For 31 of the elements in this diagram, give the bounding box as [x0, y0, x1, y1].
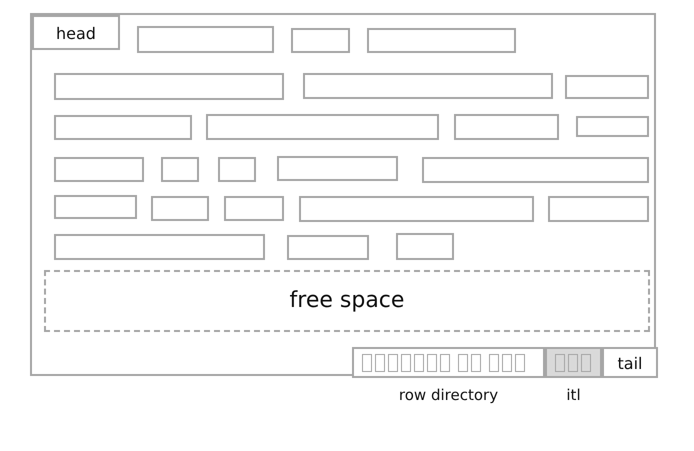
field-label: head — [55, 24, 97, 42]
record-box — [54, 157, 144, 182]
header-box — [32, 15, 120, 50]
area-label: free space — [288, 288, 406, 313]
record-box — [299, 196, 534, 222]
record-box — [137, 26, 274, 53]
record-box — [576, 116, 649, 137]
record-box — [454, 114, 559, 140]
record-box — [287, 235, 369, 260]
record-box — [54, 115, 192, 140]
record-box — [291, 28, 350, 53]
record-box — [548, 196, 649, 222]
record-box — [54, 73, 284, 100]
record-box — [277, 156, 398, 181]
record-box — [151, 196, 209, 221]
caption-label: row directory — [398, 386, 500, 404]
record-box — [303, 73, 553, 99]
record-box — [206, 114, 439, 140]
record-box — [54, 195, 137, 219]
record-box — [367, 28, 516, 53]
record-box — [161, 157, 199, 182]
caption-label: itl — [565, 386, 582, 404]
tail-box — [602, 347, 658, 378]
record-box — [565, 75, 649, 99]
record-box — [224, 196, 284, 221]
record-box — [396, 233, 454, 260]
record-box — [218, 157, 256, 182]
free-space-area — [44, 270, 650, 332]
record-box — [54, 234, 265, 260]
record-box — [422, 157, 649, 183]
field-label: tail — [616, 354, 644, 372]
